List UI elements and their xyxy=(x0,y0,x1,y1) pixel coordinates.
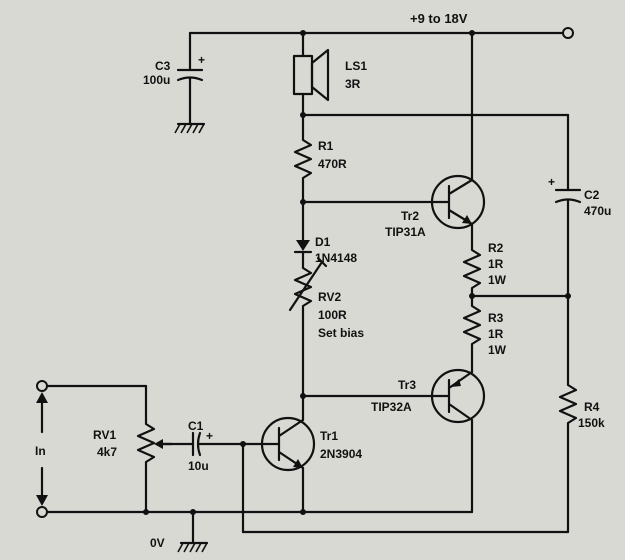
r1-ref: R1 xyxy=(318,139,334,153)
feedback-wire xyxy=(240,441,570,534)
r2-value: 1R xyxy=(488,257,504,271)
ground-rail: 0V xyxy=(46,509,474,553)
speaker-ls1: LS1 3R xyxy=(292,31,367,137)
rv2-value: 100R xyxy=(318,308,347,322)
ls1-value: 3R xyxy=(345,77,361,91)
tr3-value: TIP32A xyxy=(371,400,412,414)
output-node xyxy=(300,112,570,192)
r4-value: 150k xyxy=(578,416,605,430)
r3-power: 1W xyxy=(488,343,507,357)
tr2-value: TIP31A xyxy=(385,225,426,239)
capacitor-c1: + C1 10u xyxy=(156,419,264,473)
c1-value: 10u xyxy=(188,459,209,473)
c3-ref: C3 xyxy=(155,59,171,73)
c1-ref: C1 xyxy=(188,419,204,433)
c2-value: 470u xyxy=(584,204,611,218)
d1-ref: D1 xyxy=(315,235,331,249)
supply-terminal xyxy=(562,27,574,39)
r1-value: 470R xyxy=(318,157,347,171)
tr3-ref: Tr3 xyxy=(398,378,416,392)
c1-plus: + xyxy=(206,429,213,443)
resistor-r4: R4 150k xyxy=(558,294,605,534)
tr1-ref: Tr1 xyxy=(320,429,338,443)
r4-ref: R4 xyxy=(584,400,600,414)
c3-value: 100u xyxy=(143,73,170,87)
ground-label: 0V xyxy=(150,536,165,550)
resistor-r2: R2 1R 1W xyxy=(462,238,507,298)
rv1-ref: RV1 xyxy=(93,428,116,442)
ls1-ref: LS1 xyxy=(345,59,367,73)
capacitor-c3: + C3 100u xyxy=(143,31,205,126)
r3-ref: R3 xyxy=(488,311,504,325)
input-terminal-top xyxy=(36,380,48,392)
supply-label: +9 to 18V xyxy=(410,11,468,26)
input-label: In xyxy=(35,444,46,458)
d1-value: 1N4148 xyxy=(315,251,357,265)
tr1-value: 2N3904 xyxy=(320,447,362,461)
rv2-note: Set bias xyxy=(318,326,364,340)
diode-d1: D1 1N4148 xyxy=(293,200,357,265)
r2-power: 1W xyxy=(488,273,507,287)
supply-rail: +9 to 18V xyxy=(188,11,574,39)
r3-value: 1R xyxy=(488,327,504,341)
transistor-tr3: Tr3 TIP32A xyxy=(371,368,486,514)
mid-node xyxy=(469,293,571,299)
preset-rv2: RV2 100R Set bias xyxy=(288,256,364,398)
rv2-ref: RV2 xyxy=(318,290,341,304)
rv1-value: 4k7 xyxy=(97,445,117,459)
c2-plus: + xyxy=(548,175,555,189)
c3-plus: + xyxy=(198,53,205,67)
r2-ref: R2 xyxy=(488,241,504,255)
input-terminals: In xyxy=(35,380,48,518)
c2-ref: C2 xyxy=(584,188,600,202)
ground-symbol-c3 xyxy=(174,122,206,134)
tr2-ref: Tr2 xyxy=(401,209,419,223)
potentiometer-rv1: RV1 4k7 xyxy=(46,384,174,514)
transistor-tr2: Tr2 TIP31A xyxy=(385,31,486,242)
transistor-tr1: Tr1 2N3904 xyxy=(260,416,362,514)
capacitor-c2: + C2 470u xyxy=(548,175,611,298)
resistor-r1: R1 470R xyxy=(293,133,347,204)
resistor-r3: R3 1R 1W xyxy=(462,294,507,374)
input-terminal-bottom xyxy=(36,506,48,518)
